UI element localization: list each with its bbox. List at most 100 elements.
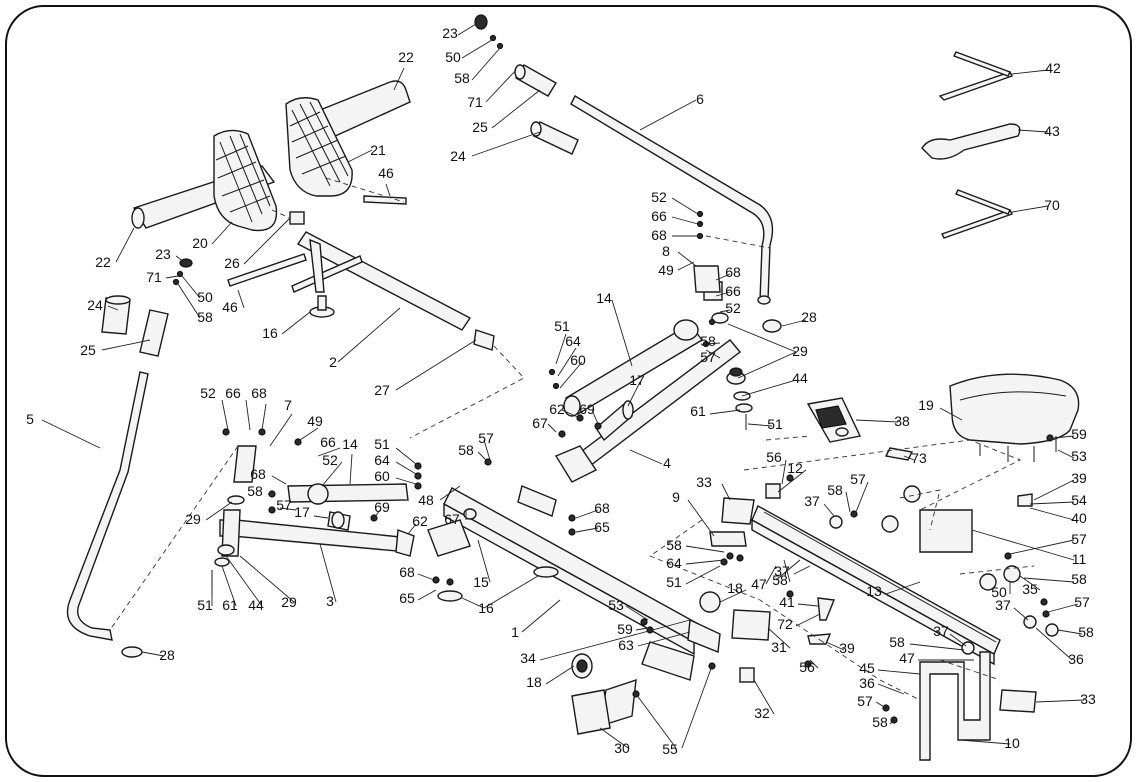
part-label: 65	[399, 590, 415, 606]
part-label: 28	[159, 647, 175, 663]
part-label: 52	[725, 300, 741, 316]
part-label: 57	[276, 497, 292, 513]
leader-lines	[41, 23, 1085, 749]
part-label: 70	[1044, 197, 1060, 213]
part-label: 58	[889, 634, 905, 650]
part-label: 65	[594, 519, 610, 535]
part-label: 19	[918, 397, 934, 413]
part-label: 22	[95, 254, 111, 270]
part-label: 26	[224, 255, 240, 271]
part-label: 53	[1071, 448, 1087, 464]
part-label: 45	[859, 660, 875, 676]
part-label: 14	[596, 290, 612, 306]
part-label: 15	[473, 574, 489, 590]
part-label: 68	[651, 227, 667, 243]
part-label: 27	[374, 382, 390, 398]
part-label: 49	[658, 262, 674, 278]
part-label: 57	[478, 430, 494, 446]
part-label: 34	[520, 650, 536, 666]
rail-13	[699, 483, 1059, 761]
part-label: 40	[1071, 510, 1087, 526]
part-label: 63	[618, 637, 634, 653]
part-label: 23	[155, 246, 171, 262]
part-label: 44	[792, 370, 808, 386]
part-label: 3	[326, 593, 334, 609]
part-label: 51	[554, 318, 570, 334]
part-label: 56	[799, 659, 815, 675]
part-label: 51	[374, 436, 390, 452]
part-label: 53	[608, 597, 624, 613]
part-label: 58	[700, 333, 716, 349]
part-label: 66	[725, 283, 741, 299]
part-label: 64	[666, 555, 682, 571]
part-label: 62	[549, 401, 565, 417]
part-label: 1	[511, 624, 519, 640]
part-label: 43	[1044, 123, 1060, 139]
part-label: 20	[192, 235, 208, 251]
part-label: 17	[294, 504, 310, 520]
part-label: 68	[251, 385, 267, 401]
part-label: 56	[766, 449, 782, 465]
part-label: 58	[458, 442, 474, 458]
part-label: 69	[579, 401, 595, 417]
part-label: 67	[444, 511, 460, 527]
part-label: 37	[804, 493, 820, 509]
monitor-38	[806, 397, 862, 443]
part-label: 50	[991, 584, 1007, 600]
part-label: 47	[899, 650, 915, 666]
part-label: 32	[754, 705, 770, 721]
part-label: 58	[666, 537, 682, 553]
part-label: 50	[445, 49, 461, 65]
part-label: 46	[222, 299, 238, 315]
part-label: 58	[454, 70, 470, 86]
part-label: 57	[1074, 594, 1090, 610]
part-label: 39	[839, 640, 855, 656]
part-label: 25	[80, 342, 96, 358]
part-label: 51	[197, 597, 213, 613]
part-label: 18	[727, 580, 743, 596]
part-label: 64	[565, 333, 581, 349]
part-label: 58	[197, 309, 213, 325]
arm-3-shock-14	[211, 445, 415, 594]
part-label: 37	[933, 623, 949, 639]
seat-19	[884, 373, 1080, 462]
part-label: 73	[911, 450, 927, 466]
part-label: 33	[696, 474, 712, 490]
main-rail-1	[427, 485, 755, 735]
part-label: 58	[827, 482, 843, 498]
part-label: 57	[1071, 531, 1087, 547]
part-label: 59	[1071, 426, 1087, 442]
part-label: 51	[666, 574, 682, 590]
part-label: 25	[472, 119, 488, 135]
part-label: 57	[850, 471, 866, 487]
part-label: 39	[1071, 470, 1087, 486]
part-label: 51	[767, 416, 783, 432]
part-label: 66	[225, 385, 241, 401]
part-label: 9	[672, 489, 680, 505]
part-label: 69	[374, 499, 390, 515]
part-label: 57	[700, 349, 716, 365]
part-label: 64	[374, 452, 390, 468]
part-label: 7	[284, 397, 292, 413]
part-label: 57	[857, 693, 873, 709]
part-label: 18	[526, 674, 542, 690]
part-label: 68	[250, 466, 266, 482]
part-label: 54	[1071, 492, 1087, 508]
part-label: 36	[859, 675, 875, 691]
handle-6	[474, 14, 782, 333]
part-label: 36	[1068, 651, 1084, 667]
part-label: 60	[570, 352, 586, 368]
part-label: 42	[1045, 60, 1061, 76]
part-label: 68	[725, 264, 741, 280]
part-label: 12	[787, 460, 803, 476]
part-label: 10	[1004, 735, 1020, 751]
part-label: 4	[663, 455, 671, 471]
part-label: 46	[378, 165, 394, 181]
part-label: 5	[26, 411, 34, 427]
part-label: 72	[777, 616, 793, 632]
part-label: 55	[662, 741, 678, 757]
part-label: 52	[200, 385, 216, 401]
